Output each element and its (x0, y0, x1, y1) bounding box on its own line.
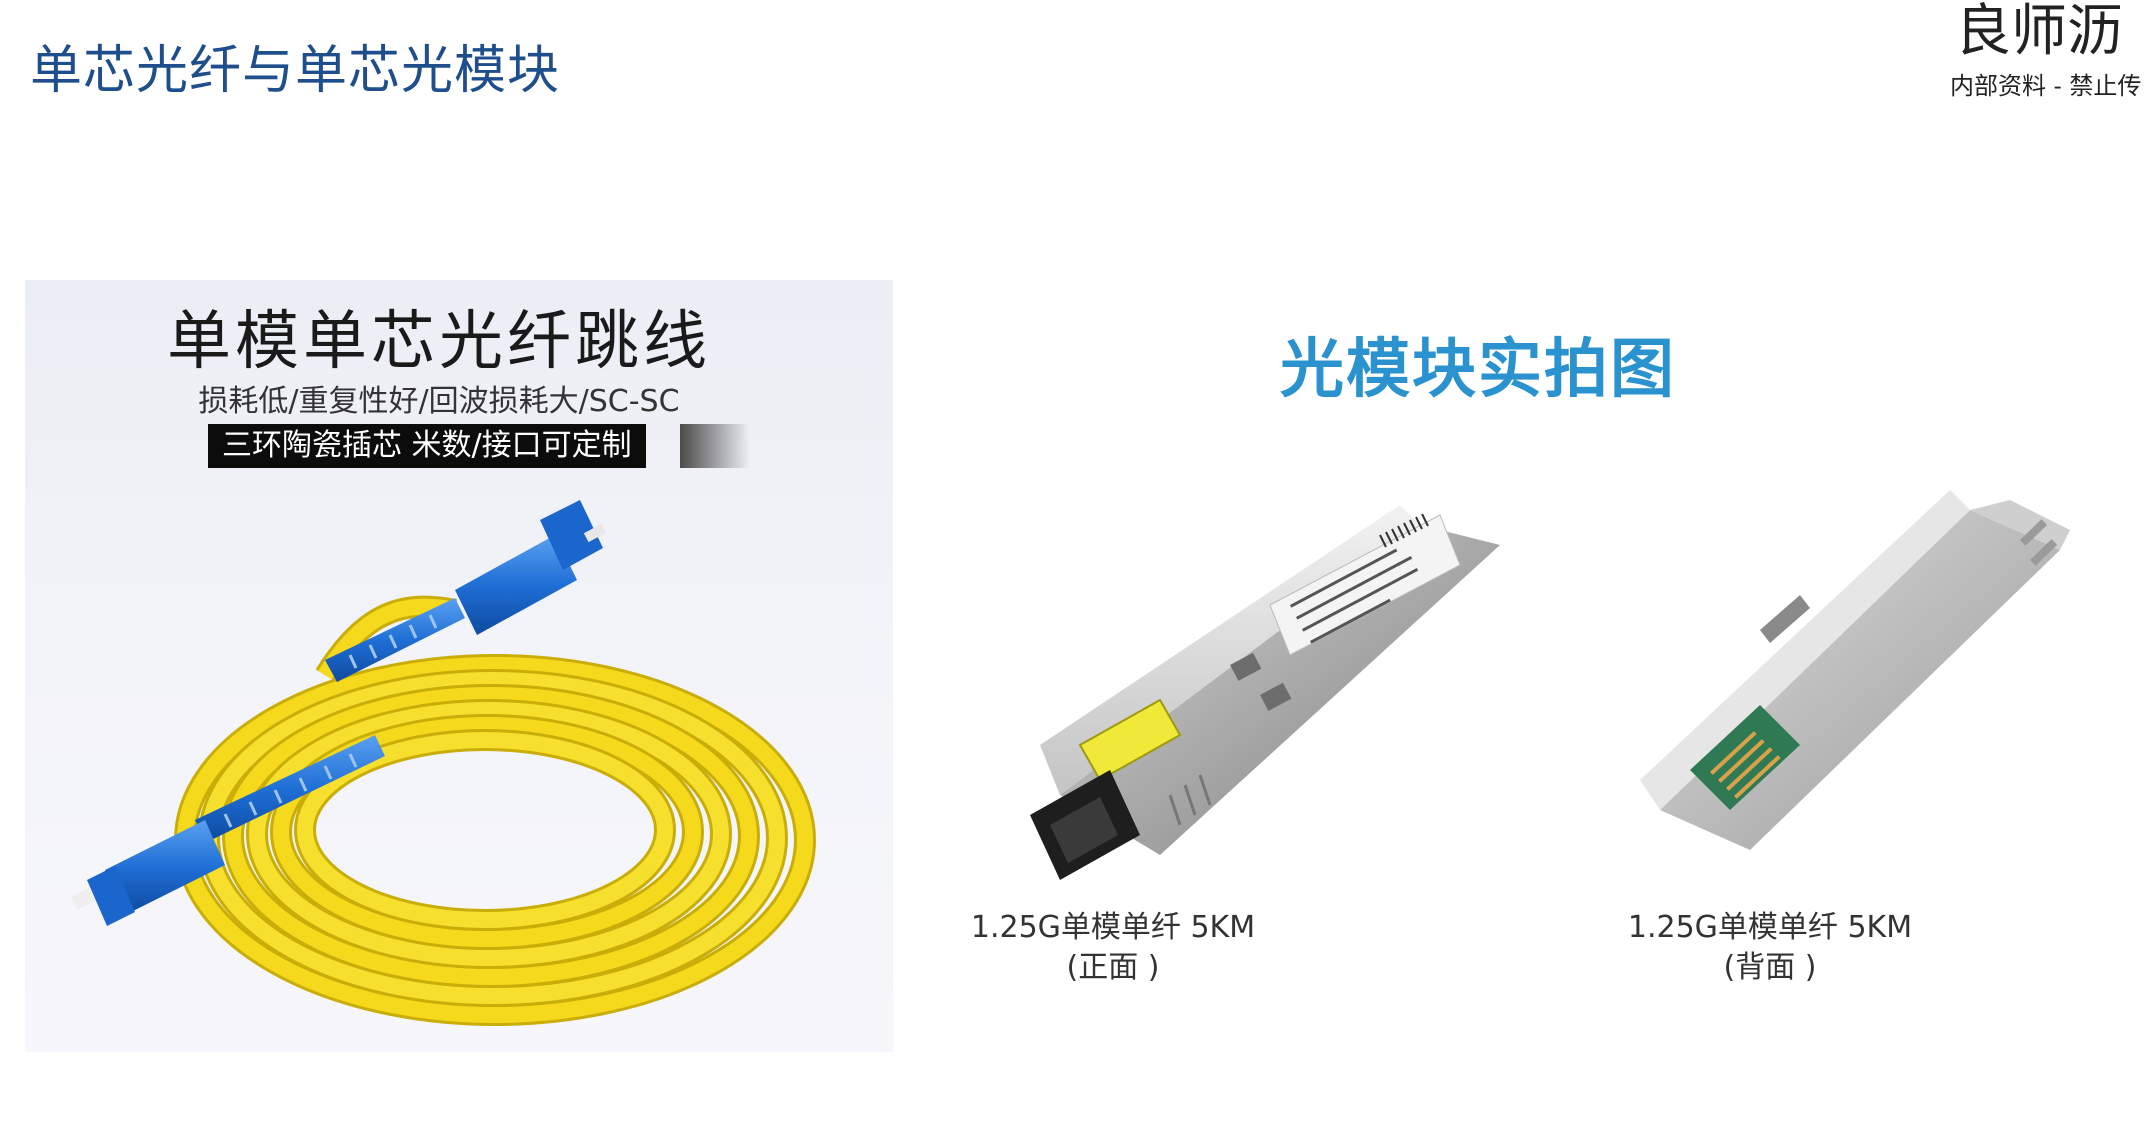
caption-line2: (正面 ) (1066, 950, 1160, 985)
module-front-caption: 1.25G单模单纤 5KM (正面 ) (958, 908, 1268, 988)
caption-line2: (背面 ) (1723, 950, 1817, 985)
brand-logo-text: 良师沥 (1955, 0, 2123, 56)
fiber-headline: 单模单芯光纤跳线 (167, 305, 711, 379)
fiber-banner: 三环陶瓷插芯 米数/接口可定制 (208, 424, 646, 468)
fiber-patch-cord-image: 单模单芯光纤跳线 损耗低/重复性好/回波损耗大/SC-SC 三环陶瓷插芯 米数/… (25, 280, 893, 1052)
page-title: 单芯光纤与单芯光模块 (30, 41, 561, 101)
banner-fade (680, 424, 750, 468)
sfp-module-front-image (1030, 505, 1500, 880)
module-section-heading: 光模块实拍图 (1280, 333, 1676, 407)
sfp-module-back-image (1640, 490, 2070, 850)
caption-line1: 1.25G单模单纤 5KM (1627, 910, 1913, 945)
caption-line1: 1.25G单模单纤 5KM (970, 910, 1256, 945)
fiber-cable-illustration (70, 500, 816, 1026)
fiber-subline: 损耗低/重复性好/回波损耗大/SC-SC (198, 384, 680, 419)
confidential-notice: 内部资料 - 禁止传 (1950, 72, 2142, 100)
module-back-caption: 1.25G单模单纤 5KM (背面 ) (1615, 908, 1925, 988)
